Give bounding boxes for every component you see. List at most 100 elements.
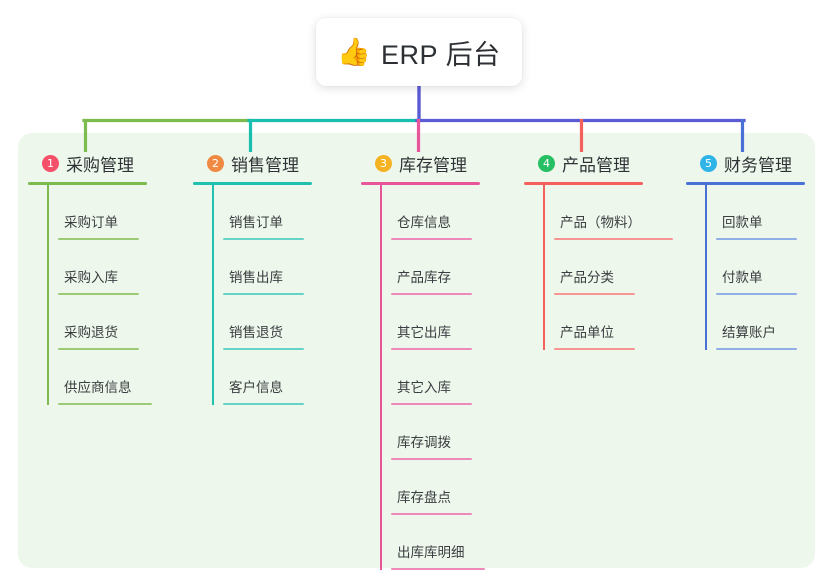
leaf-label: 客户信息	[229, 380, 283, 395]
leaf-rule	[716, 348, 797, 350]
leaf-label: 产品单位	[560, 325, 614, 340]
leaf-item[interactable]: 仓库信息	[361, 185, 511, 240]
leaf-label: 销售出库	[229, 270, 283, 285]
leaf-rule	[391, 238, 472, 240]
leaf-rule	[223, 403, 304, 405]
branch-spine-3	[380, 185, 382, 570]
leaf-rule	[716, 238, 797, 240]
branch-badge-4: 4	[538, 154, 555, 172]
branch-title-1: 采购管理	[66, 155, 134, 175]
branch-badge-5: 5	[700, 154, 717, 172]
leaf-label: 供应商信息	[64, 380, 132, 395]
leaf-rule	[391, 348, 472, 350]
leaf-item[interactable]: 供应商信息	[28, 350, 178, 405]
leaf-rule	[58, 293, 139, 295]
thumbs-up-icon: 👍	[337, 36, 372, 68]
branch-items-1: 采购订单 采购入库 采购退货 供应商信息	[28, 185, 178, 405]
leaf-rule	[223, 348, 304, 350]
branch-column-1: 1 采购管理 采购订单 采购入库 采购退货 供应商信息	[28, 148, 178, 405]
leaf-rule	[554, 238, 673, 240]
leaf-rule	[223, 238, 304, 240]
leaf-item[interactable]: 销售退货	[193, 295, 343, 350]
branch-badge-1: 1	[42, 154, 59, 172]
branch-column-2: 2 销售管理 销售订单 销售出库 销售退货 客户信息	[193, 148, 343, 405]
branch-header-4[interactable]: 4 产品管理	[524, 148, 684, 178]
leaf-label: 采购订单	[64, 215, 118, 230]
leaf-item[interactable]: 产品库存	[361, 240, 511, 295]
branch-rule-2	[193, 182, 312, 185]
leaf-label: 回款单	[722, 215, 763, 230]
branch-column-5: 5 财务管理 回款单 付款单 结算账户	[686, 148, 836, 350]
leaf-item[interactable]: 产品（物料）	[524, 185, 684, 240]
leaf-label: 销售订单	[229, 215, 283, 230]
branch-header-3[interactable]: 3 库存管理	[361, 148, 511, 178]
branch-items-5: 回款单 付款单 结算账户	[686, 185, 836, 350]
leaf-rule	[716, 293, 797, 295]
leaf-item[interactable]: 付款单	[686, 240, 836, 295]
leaf-label: 出库库明细	[397, 545, 465, 560]
leaf-item[interactable]: 库存盘点	[361, 460, 511, 515]
branch-title-2: 销售管理	[231, 155, 299, 175]
leaf-item[interactable]: 销售出库	[193, 240, 343, 295]
leaf-item[interactable]: 采购入库	[28, 240, 178, 295]
branch-spine-1	[47, 185, 49, 405]
branch-badge-2: 2	[207, 154, 224, 172]
leaf-label: 其它出库	[397, 325, 451, 340]
leaf-rule	[58, 403, 152, 405]
leaf-item[interactable]: 产品分类	[524, 240, 684, 295]
branch-title-3: 库存管理	[399, 155, 467, 175]
leaf-label: 产品分类	[560, 270, 614, 285]
branch-spine-4	[543, 185, 545, 350]
leaf-item[interactable]: 其它入库	[361, 350, 511, 405]
branch-rule-4	[524, 182, 643, 185]
leaf-item[interactable]: 库存调拨	[361, 405, 511, 460]
branch-rule-3	[361, 182, 480, 185]
branch-rule-5	[686, 182, 805, 185]
branch-header-1[interactable]: 1 采购管理	[28, 148, 178, 178]
leaf-rule	[391, 403, 472, 405]
branch-title-4: 产品管理	[562, 155, 630, 175]
root-node[interactable]: 👍 ERP 后台	[316, 18, 522, 86]
leaf-item[interactable]: 采购订单	[28, 185, 178, 240]
leaf-label: 库存盘点	[397, 490, 451, 505]
leaf-rule	[391, 293, 472, 295]
leaf-item[interactable]: 其它出库	[361, 295, 511, 350]
leaf-rule	[391, 513, 472, 515]
leaf-item[interactable]: 采购退货	[28, 295, 178, 350]
branch-badge-3: 3	[375, 154, 392, 172]
leaf-rule	[391, 458, 472, 460]
leaf-label: 产品库存	[397, 270, 451, 285]
leaf-label: 库存调拨	[397, 435, 451, 450]
branch-rule-1	[28, 182, 147, 185]
root-title: ERP 后台	[381, 39, 501, 70]
leaf-item[interactable]: 结算账户	[686, 295, 836, 350]
leaf-label: 产品（物料）	[560, 215, 641, 230]
leaf-rule	[391, 568, 485, 570]
leaf-item[interactable]: 产品单位	[524, 295, 684, 350]
leaf-item[interactable]: 销售订单	[193, 185, 343, 240]
leaf-label: 销售退货	[229, 325, 283, 340]
leaf-label: 采购退货	[64, 325, 118, 340]
leaf-rule	[554, 348, 635, 350]
leaf-rule	[58, 348, 139, 350]
leaf-rule	[554, 293, 635, 295]
leaf-item[interactable]: 出库库明细	[361, 515, 511, 570]
branch-items-4: 产品（物料） 产品分类 产品单位	[524, 185, 684, 350]
leaf-label: 其它入库	[397, 380, 451, 395]
leaf-item[interactable]: 客户信息	[193, 350, 343, 405]
branch-header-2[interactable]: 2 销售管理	[193, 148, 343, 178]
branch-items-2: 销售订单 销售出库 销售退货 客户信息	[193, 185, 343, 405]
diagram-panel-background	[18, 133, 815, 568]
leaf-label: 结算账户	[722, 325, 776, 340]
leaf-item[interactable]: 回款单	[686, 185, 836, 240]
leaf-label: 付款单	[722, 270, 763, 285]
branch-column-4: 4 产品管理 产品（物料） 产品分类 产品单位	[524, 148, 684, 350]
leaf-label: 采购入库	[64, 270, 118, 285]
branch-column-3: 3 库存管理 仓库信息 产品库存 其它出库 其它入库 库存调拨 库存盘点 出库库…	[361, 148, 511, 570]
branch-header-5[interactable]: 5 财务管理	[686, 148, 836, 178]
branch-spine-2	[212, 185, 214, 405]
leaf-rule	[223, 293, 304, 295]
branch-title-5: 财务管理	[724, 155, 792, 175]
branch-spine-5	[705, 185, 707, 350]
